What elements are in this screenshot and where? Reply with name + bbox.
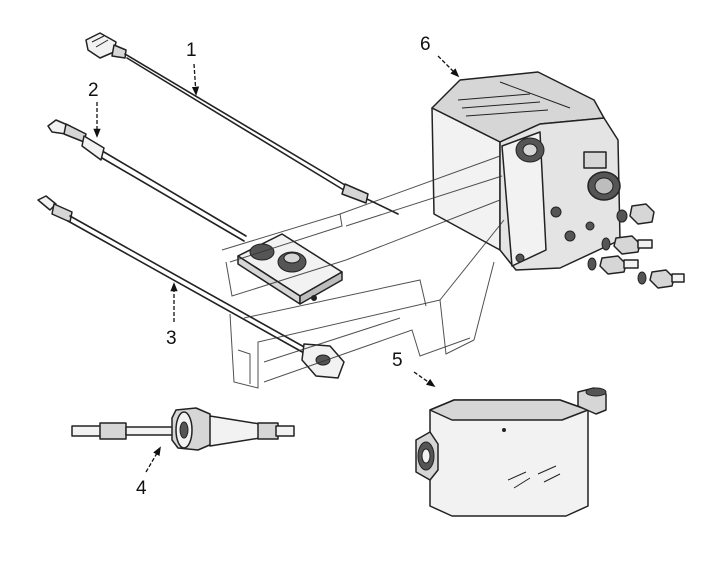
callout-labels: 1 2 3 4 5 6	[88, 34, 431, 499]
callout-4: 4	[136, 478, 147, 499]
callout-1: 1	[186, 40, 197, 61]
arrow-1	[191, 63, 200, 96]
callout-3: 3	[166, 328, 177, 349]
callout-6: 6	[420, 34, 431, 55]
arrow-4	[145, 446, 161, 473]
callout-arrows	[93, 55, 460, 473]
arrow-6	[437, 55, 460, 78]
part-6-dosing-unit	[431, 71, 685, 289]
callout-5: 5	[392, 350, 403, 371]
control-module-plate	[237, 233, 343, 305]
arrow-5	[413, 371, 436, 388]
part-1-sensor-cable	[85, 32, 399, 215]
callout-2: 2	[88, 80, 99, 101]
part-5-urea-tank	[415, 387, 607, 517]
part-2-temperature-probe	[47, 119, 247, 242]
mounting-bracket-outline	[221, 155, 505, 389]
part-4-injector	[71, 407, 295, 451]
